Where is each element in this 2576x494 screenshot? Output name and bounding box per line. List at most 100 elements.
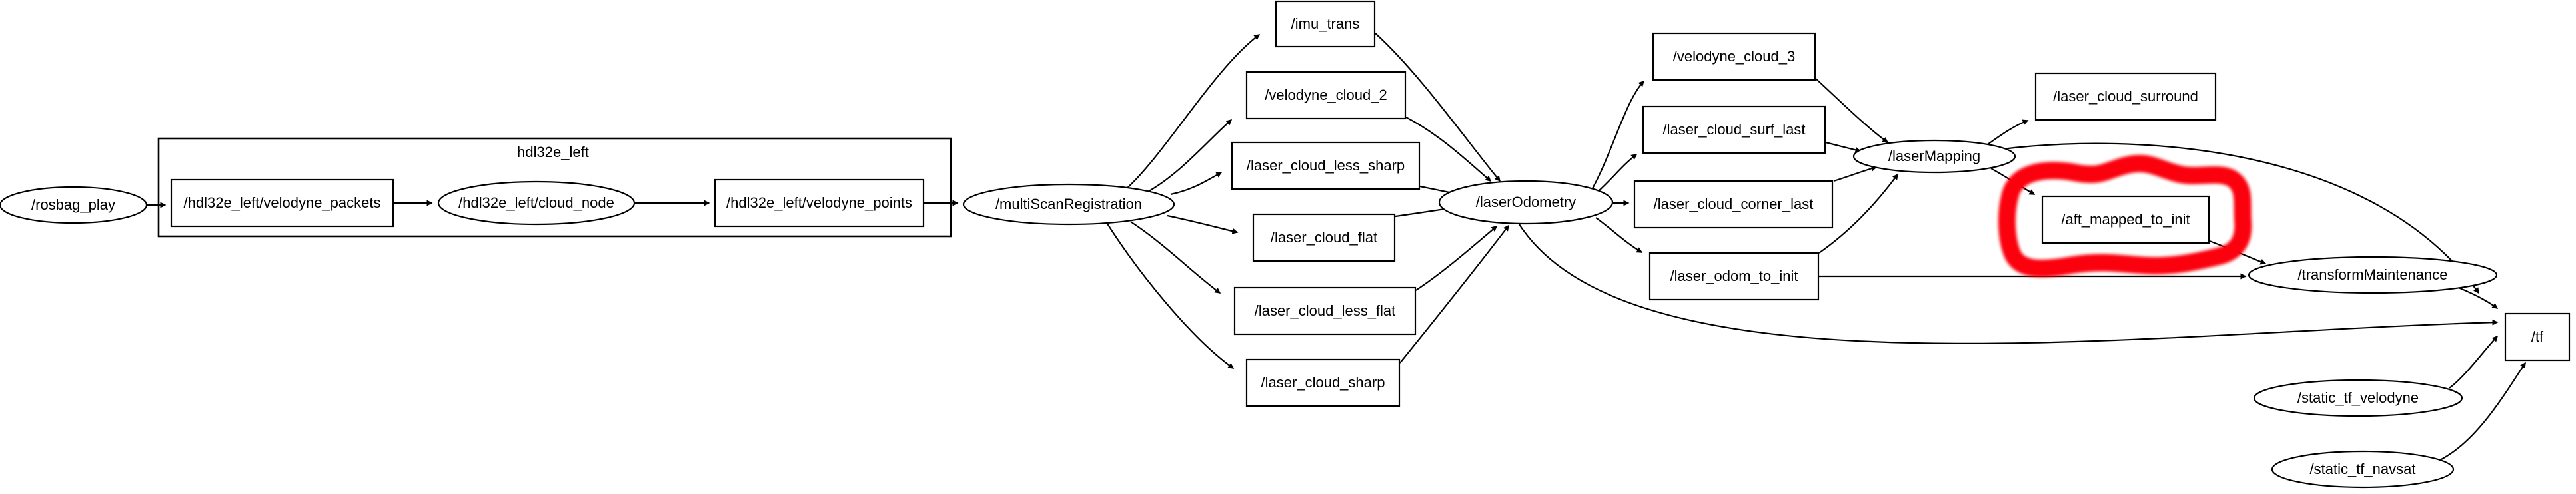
node-label: /laser_cloud_less_sharp xyxy=(1247,157,1405,174)
edge-multiScanRegistration-to-laser_cloud_less_sharp xyxy=(1170,172,1223,196)
node-box[interactable] xyxy=(1233,286,1417,336)
node-label: /laser_cloud_less_flat xyxy=(1255,302,1396,319)
node-label: /laser_cloud_sharp xyxy=(1261,374,1385,391)
highlight-layer xyxy=(1998,154,2252,278)
node-laser_cloud_surf_last[interactable]: /laser_cloud_surf_last xyxy=(1642,105,1826,154)
edge-laser_cloud_sharp-to-laserOdometry xyxy=(1399,224,1509,364)
cluster-hdl32e_left: hdl32e_left xyxy=(157,137,952,238)
node-box[interactable] xyxy=(1252,213,1396,262)
edge-multiScanRegistration-to-imu_trans xyxy=(1125,34,1261,190)
node-label: /laser_cloud_surround xyxy=(2053,88,2198,105)
edge-multiScanRegistration-to-velodyne_cloud_2 xyxy=(1146,119,1233,193)
node-ellipse[interactable] xyxy=(2271,450,2455,489)
node-velodyne_cloud_2[interactable]: /velodyne_cloud_2 xyxy=(1245,71,1407,120)
node-box[interactable] xyxy=(1652,32,1816,81)
edge-laserOdometry-to-velodyne_cloud_3 xyxy=(1592,80,1645,189)
node-static_tf_velodyne[interactable]: /static_tf_velodyne xyxy=(2253,379,2463,417)
node-label: /static_tf_velodyne xyxy=(2297,389,2419,406)
node-label: /hdl32e_left/cloud_node xyxy=(458,194,614,211)
node-laser_cloud_less_sharp[interactable]: /laser_cloud_less_sharp xyxy=(1231,141,1421,190)
edge-velodyne_cloud_3-to-laserMapping xyxy=(1815,78,1889,143)
edge-imu_trans-to-laserOdometry xyxy=(1375,33,1501,182)
node-ellipse[interactable] xyxy=(2253,379,2463,417)
node-box[interactable] xyxy=(170,178,394,228)
node-box[interactable] xyxy=(1275,0,1376,48)
node-label: /laserMapping xyxy=(1888,148,1980,164)
node-laser_odom_to_init[interactable]: /laser_odom_to_init xyxy=(1648,252,1820,301)
node-ellipse[interactable] xyxy=(0,186,148,224)
node-box[interactable] xyxy=(1648,252,1820,301)
node-laser_cloud_corner_last[interactable]: /laser_cloud_corner_last xyxy=(1633,180,1834,229)
cluster-box xyxy=(157,137,952,238)
node-box[interactable] xyxy=(1245,71,1407,120)
edge-multiScanRegistration-to-laser_cloud_less_flat xyxy=(1130,221,1221,294)
edge-laserMapping-to-tf xyxy=(2002,142,2479,294)
node-laser_cloud_surround[interactable]: /laser_cloud_surround xyxy=(2034,72,2217,121)
node-tf[interactable]: /tf xyxy=(2504,312,2571,362)
edge-multiScanRegistration-to-laser_cloud_sharp xyxy=(1105,221,1235,369)
node-velodyne_points[interactable]: /hdl32e_left/velodyne_points xyxy=(714,178,925,228)
edge-laserOdometry-to-laser_cloud_surf_last xyxy=(1599,154,1638,191)
node-box[interactable] xyxy=(2041,195,2210,244)
node-laserMapping[interactable]: /laserMapping xyxy=(1852,139,2016,174)
cluster-label: hdl32e_left xyxy=(517,144,589,160)
node-aft_mapped_to_init[interactable]: /aft_mapped_to_init xyxy=(2041,195,2210,244)
edge-laser_cloud_corner_last-to-laserMapping xyxy=(1833,165,1878,182)
node-ellipse[interactable] xyxy=(1852,139,2016,174)
node-label: /static_tf_navsat xyxy=(2310,461,2416,477)
node-label: /aft_mapped_to_init xyxy=(2061,211,2190,228)
edge-multiScanRegistration-to-laser_cloud_flat xyxy=(1167,214,1239,234)
node-box[interactable] xyxy=(1642,105,1826,154)
node-transformMaintenance[interactable]: /transformMaintenance xyxy=(2248,256,2498,294)
node-label: /laser_cloud_surf_last xyxy=(1662,121,1805,138)
node-label: /velodyne_cloud_2 xyxy=(1265,87,1387,103)
node-imu_trans[interactable]: /imu_trans xyxy=(1275,0,1376,48)
node-label: /hdl32e_left/velodyne_points xyxy=(726,194,912,211)
node-box[interactable] xyxy=(1231,141,1421,190)
edges-layer xyxy=(147,33,2526,460)
edge-static_tf_navsat-to-tf xyxy=(2441,362,2526,460)
node-box[interactable] xyxy=(1633,180,1834,229)
node-box[interactable] xyxy=(1245,358,1401,407)
node-label: /laser_cloud_flat xyxy=(1271,229,1377,246)
node-label: /rosbag_play xyxy=(31,196,115,213)
node-ellipse[interactable] xyxy=(437,180,636,226)
node-ellipse[interactable] xyxy=(1438,180,1614,225)
node-box[interactable] xyxy=(714,178,925,228)
node-label: /multiScanRegistration xyxy=(995,196,1142,212)
node-label: /imu_trans xyxy=(1291,15,1360,32)
node-laser_cloud_sharp[interactable]: /laser_cloud_sharp xyxy=(1245,358,1401,407)
node-velodyne_cloud_3[interactable]: /velodyne_cloud_3 xyxy=(1652,32,1816,81)
cluster-layer: hdl32e_left xyxy=(157,137,952,238)
node-label: /velodyne_cloud_3 xyxy=(1673,48,1795,65)
node-ellipse[interactable] xyxy=(2248,256,2498,294)
node-cloud_node[interactable]: /hdl32e_left/cloud_node xyxy=(437,180,636,226)
highlight-annotation-aft_mapped_to_init xyxy=(1998,154,2252,278)
edge-static_tf_velodyne-to-tf xyxy=(2449,335,2499,389)
node-label: /laser_odom_to_init xyxy=(1670,268,1798,284)
node-laser_cloud_less_flat[interactable]: /laser_cloud_less_flat xyxy=(1233,286,1417,336)
node-multiScanRegistration[interactable]: /multiScanRegistration xyxy=(962,183,1175,226)
node-label: /transformMaintenance xyxy=(2298,266,2448,283)
node-label: /tf xyxy=(2531,328,2544,345)
edge-laser_cloud_less_flat-to-laserOdometry xyxy=(1415,226,1498,291)
node-label: /laserOdometry xyxy=(1476,194,1576,210)
edge-velodyne_cloud_2-to-laserOdometry xyxy=(1405,117,1492,182)
node-box[interactable] xyxy=(2504,312,2571,362)
edge-laser_cloud_surf_last-to-laserMapping xyxy=(1825,141,1862,153)
edge-laserOdometry-to-tf xyxy=(1519,224,2499,344)
node-laser_cloud_flat[interactable]: /laser_cloud_flat xyxy=(1252,213,1396,262)
node-laserOdometry[interactable]: /laserOdometry xyxy=(1438,180,1614,225)
node-box[interactable] xyxy=(2034,72,2217,121)
node-static_tf_navsat[interactable]: /static_tf_navsat xyxy=(2271,450,2455,489)
edge-laserMapping-to-laser_cloud_surround xyxy=(1985,119,2029,146)
edge-laser_odom_to_init-to-laserMapping xyxy=(1818,173,1898,254)
node-label: /laser_cloud_corner_last xyxy=(1654,196,1814,212)
node-velodyne_packets[interactable]: /hdl32e_left/velodyne_packets xyxy=(170,178,394,228)
node-label: /hdl32e_left/velodyne_packets xyxy=(184,194,381,211)
node-ellipse[interactable] xyxy=(962,183,1175,226)
node-rosbag_play[interactable]: /rosbag_play xyxy=(0,186,148,224)
